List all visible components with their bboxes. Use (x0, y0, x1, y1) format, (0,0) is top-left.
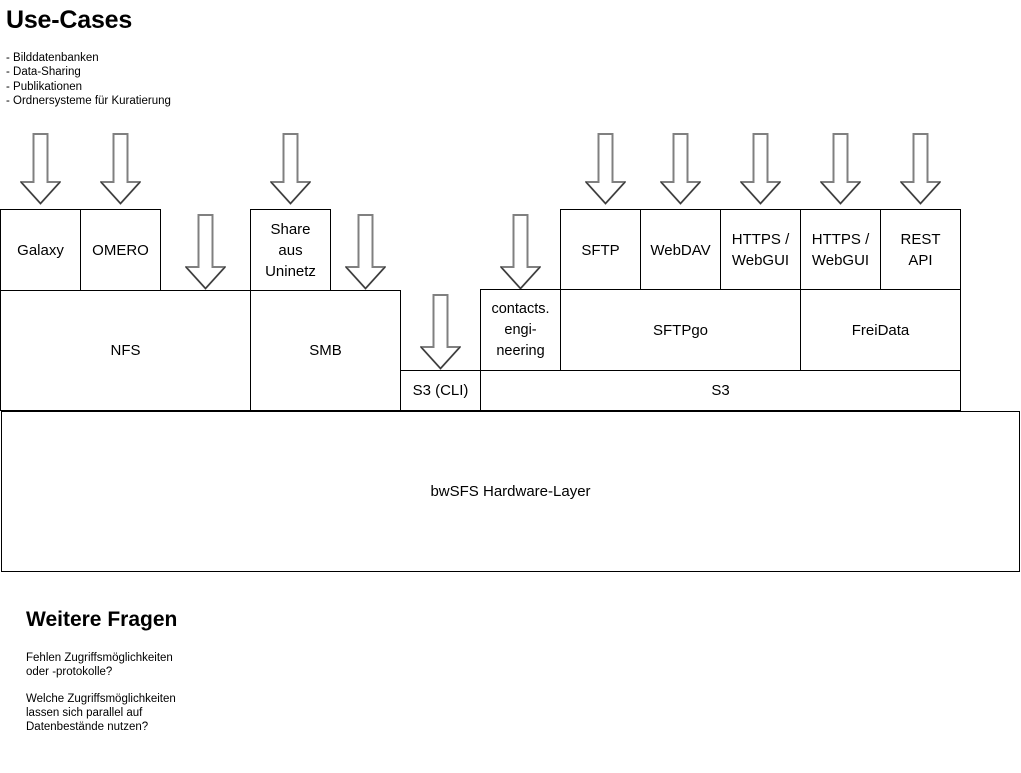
box-label: SMB (309, 342, 342, 359)
down-arrow-icon (270, 133, 311, 205)
diagram-box-webdav[interactable]: WebDAV (640, 209, 721, 291)
page-title-use-cases: Use-Cases (6, 6, 133, 34)
box-label: NFS (110, 342, 141, 359)
box-label: Galaxy (17, 241, 64, 259)
down-arrow-icon (420, 294, 461, 370)
box-label: SFTPgo (652, 321, 709, 339)
box-label: FreiData (851, 321, 910, 339)
down-arrow-icon (740, 133, 781, 205)
box-label: contacts.engi-neering (491, 300, 550, 359)
diagram-box-omero[interactable]: OMERO (80, 209, 161, 291)
down-arrow-icon (900, 133, 941, 205)
box-label: bwSFS Hardware-Layer (430, 483, 591, 500)
diagram-box-hardware-layer[interactable]: bwSFS Hardware-Layer (1, 411, 1020, 572)
diagram-box-https-webgui-freidata[interactable]: HTTPS /WebGUI (800, 209, 881, 291)
diagram-box-nfs[interactable]: NFS (0, 290, 251, 411)
down-arrow-icon (660, 133, 701, 205)
list-item: - Ordnersysteme für Kuratierung (6, 95, 171, 108)
down-arrow-icon (345, 214, 386, 290)
box-label: HTTPS /WebGUI (731, 231, 790, 269)
list-item: - Data-Sharing (6, 66, 81, 79)
diagram-box-contacts-engineering[interactable]: contacts.engi-neering (480, 289, 561, 371)
diagram-box-s3-cli[interactable]: S3 (CLI) (400, 370, 481, 411)
diagram-box-smb[interactable]: SMB (250, 290, 401, 411)
down-arrow-icon (500, 214, 541, 290)
list-item: - Publikationen (6, 80, 83, 93)
down-arrow-icon (100, 133, 141, 205)
diagram-box-galaxy[interactable]: Galaxy (0, 209, 81, 291)
box-label: S3 (711, 382, 730, 399)
box-label: OMERO (92, 241, 149, 259)
box-label: WebDAV (650, 241, 711, 259)
diagram-box-https-webgui-sftpgo[interactable]: HTTPS /WebGUI (720, 209, 801, 291)
diagram-box-sftpgo[interactable]: SFTPgo (560, 289, 801, 371)
diagram-box-freidata[interactable]: FreiData (800, 289, 961, 371)
down-arrow-icon (185, 214, 226, 290)
down-arrow-icon (585, 133, 626, 205)
down-arrow-icon (20, 133, 61, 205)
use-case-list: - Bilddatenbanken - Data-Sharing - Publi… (6, 51, 171, 109)
diagram-box-sftp[interactable]: SFTP (560, 209, 641, 291)
section-title-weitere-fragen: Weitere Fragen (26, 608, 178, 631)
down-arrow-icon (820, 133, 861, 205)
diagram-box-s3[interactable]: S3 (480, 370, 961, 411)
box-label: HTTPS /WebGUI (811, 231, 870, 269)
list-item: - Bilddatenbanken (6, 52, 99, 64)
box-label: SFTP (581, 241, 620, 259)
box-label: S3 (CLI) (412, 382, 469, 399)
